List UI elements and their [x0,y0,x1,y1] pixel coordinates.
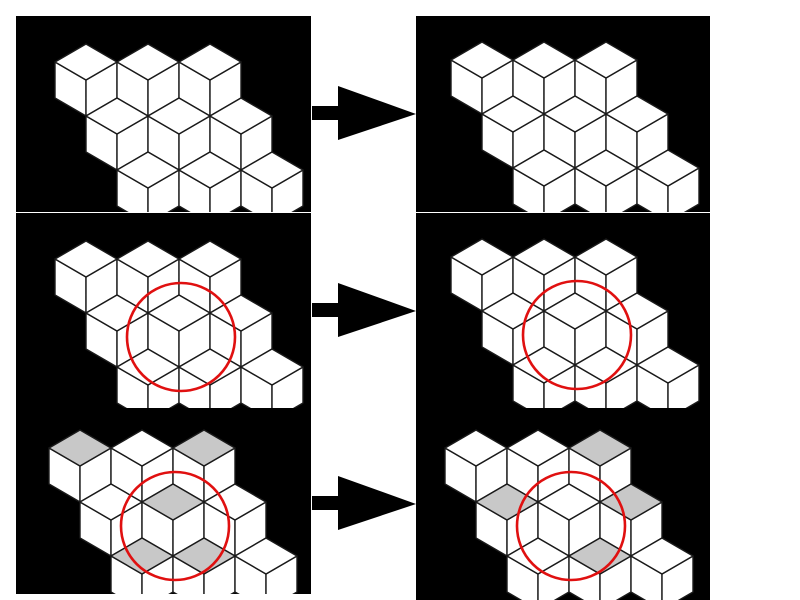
cube [209,97,273,171]
cube-top-face [512,238,576,276]
cube-tiling-row3-before [16,408,311,594]
cube-top-face [481,95,545,133]
cube-top-face [506,537,570,575]
panel-row1-after [416,16,710,212]
cube-top-face [512,41,576,79]
cube [240,348,304,409]
cube [512,149,576,212]
highlight-circle [125,281,237,393]
cube [234,537,298,594]
cube [636,346,700,409]
cube [636,149,700,212]
cube-top-face [481,292,545,330]
cube-top-face [475,483,539,521]
cube [172,537,236,594]
cube-top-face [605,95,669,133]
right-arrow-icon [312,474,416,532]
cube-top-face [506,429,570,467]
cube-top-face [147,97,211,135]
cube-top-face [147,294,211,332]
cube-top-face [512,346,576,384]
cube-top-face [116,240,180,278]
cube-tiling-row2-after [416,213,710,409]
right-arrow-icon [312,281,416,339]
cube-top-face [172,537,236,575]
panel-row2-before [16,213,311,409]
cube-top-face [172,429,236,467]
cube-top-face [543,292,607,330]
cube-top-face [85,97,149,135]
cube [110,537,174,594]
cube-top-face [636,346,700,384]
cube [54,240,118,314]
cube [574,346,638,409]
cube [444,429,508,503]
cube [240,151,304,212]
cube-tiling-row2-before [16,213,311,409]
cube-top-face [574,238,638,276]
cube-top-face [178,348,242,386]
cube-top-face [110,537,174,575]
highlight-circle [515,470,627,582]
cube-top-face [568,429,632,467]
cube [630,537,694,600]
cube-top-face [203,483,267,521]
cube-top-face [116,348,180,386]
cube-top-face [116,151,180,189]
cube-top-face [543,95,607,133]
cube [506,429,570,503]
panel-row1-before [16,16,311,212]
cube-top-face [630,537,694,575]
cube-top-face [512,149,576,187]
cube [178,240,242,314]
cube [481,292,545,366]
cube-top-face [110,429,174,467]
cube [568,537,632,600]
cube-top-face [54,43,118,81]
cube-top-face [116,43,180,81]
cube-top-face [240,348,304,386]
cube-top-face [178,240,242,278]
cube [574,149,638,212]
cube-top-face [178,43,242,81]
cube-top-face [234,537,298,575]
panel-row3-after [416,408,710,600]
cube-top-face [48,429,112,467]
cube-top-face [85,294,149,332]
panel-row3-before [16,408,311,594]
cube-tiling-row1-before [16,16,311,212]
cube-top-face [574,41,638,79]
cube-top-face [636,149,700,187]
cube-top-face [599,483,663,521]
cube-top-face [568,537,632,575]
highlight-circle [119,470,231,582]
cube-top-face [574,346,638,384]
right-arrow-icon [312,84,416,142]
cube [54,43,118,117]
cube-top-face [209,97,273,135]
cube-top-face [178,151,242,189]
cube-top-face [209,294,273,332]
panel-row2-after [416,213,710,409]
cube-top-face [450,238,514,276]
cube [543,95,607,169]
cube-top-face [79,483,143,521]
highlight-circle [521,279,633,391]
cube-top-face [444,429,508,467]
cube-top-face [537,483,601,521]
cube-top-face [450,41,514,79]
cube-top-face [141,483,205,521]
cube-top-face [240,151,304,189]
cube-tiling-row1-after [416,16,710,212]
cube [116,240,180,314]
cube [178,348,242,409]
cube [475,483,539,557]
cube-tiling-row3-after [416,408,710,600]
cube-top-face [54,240,118,278]
cube [116,151,180,212]
cube-top-face [574,149,638,187]
cube [178,151,242,212]
cube [85,97,149,171]
cube-top-face [605,292,669,330]
